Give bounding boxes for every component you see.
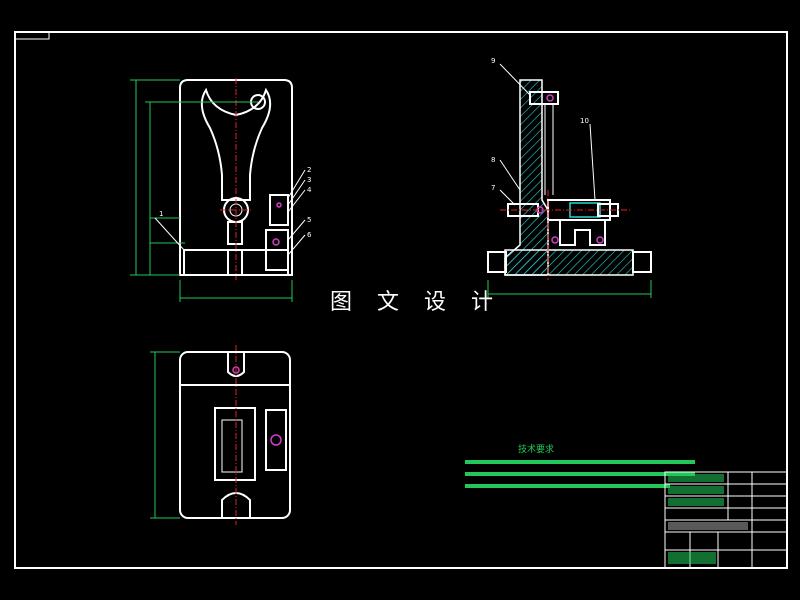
- callout-6: 6: [307, 231, 312, 239]
- top-view: [150, 345, 291, 525]
- callout-5: 5: [307, 216, 311, 224]
- watermark-text: 图 文 设 计: [330, 290, 502, 315]
- corner-tab: [14, 31, 50, 40]
- front-view: [130, 78, 306, 302]
- tech-req-lines: [465, 460, 695, 488]
- callout-10: 10: [580, 117, 589, 125]
- callout-7: 7: [491, 184, 495, 192]
- side-section-view: [487, 63, 652, 298]
- callout-8: 8: [491, 156, 495, 164]
- callout-4: 4: [307, 186, 312, 194]
- title-block: [664, 471, 788, 569]
- callout-1: 1: [159, 210, 163, 218]
- sheet-border: [14, 31, 788, 569]
- tech-req-title: 技术要求: [518, 443, 554, 455]
- callout-3: 3: [307, 176, 311, 184]
- callout-9: 9: [491, 57, 495, 65]
- callout-2: 2: [307, 166, 311, 174]
